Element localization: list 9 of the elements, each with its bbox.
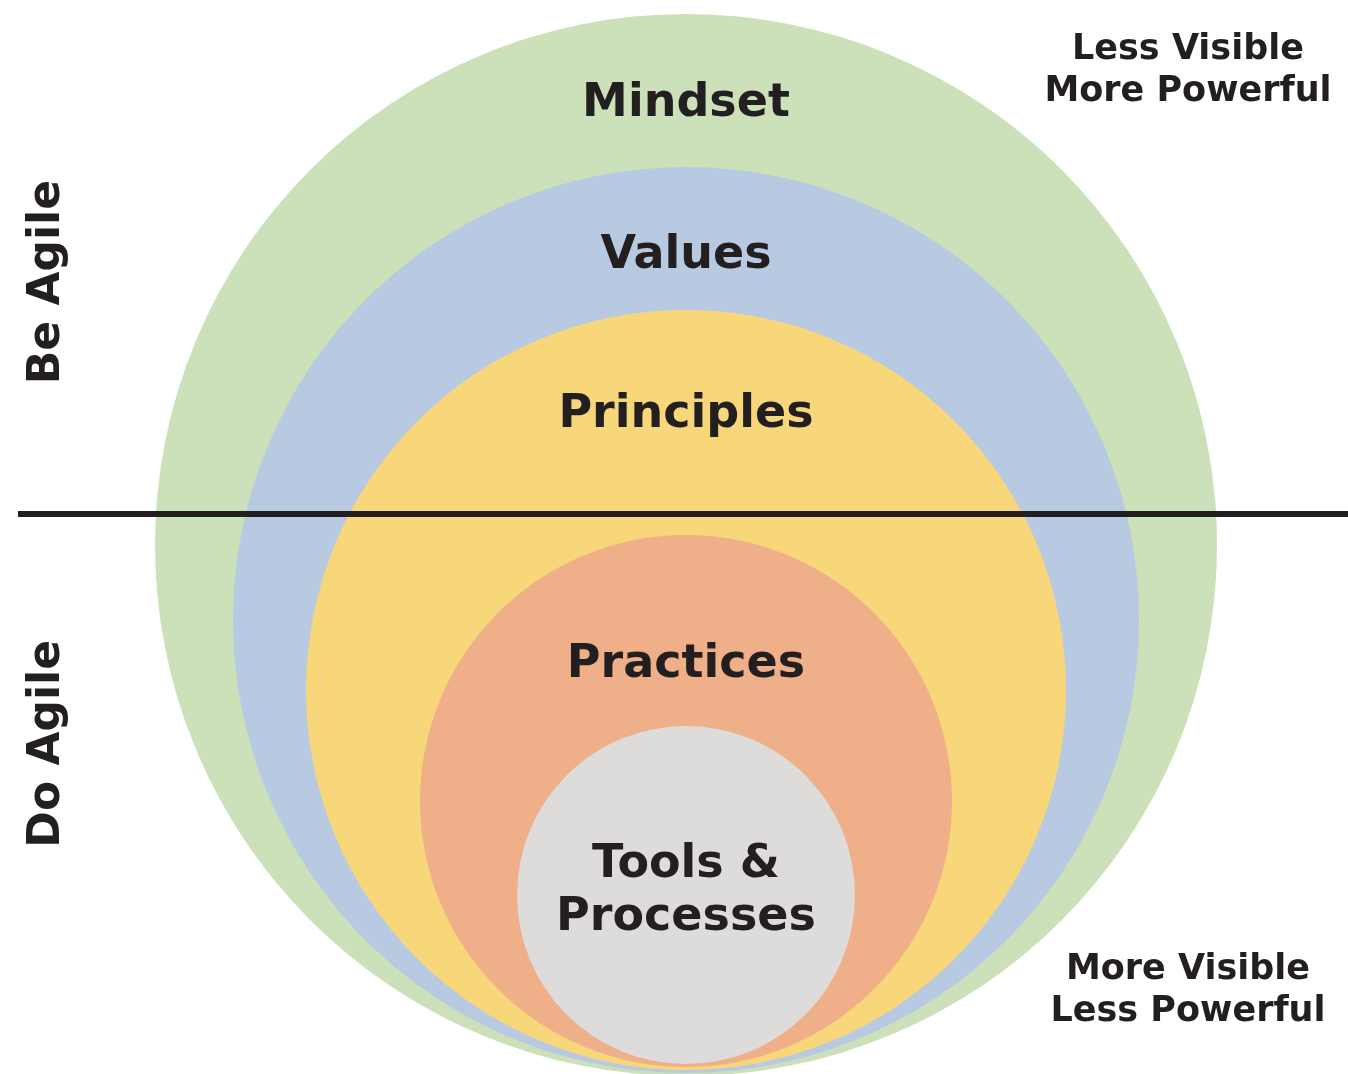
circle-label: Principles: [558, 384, 814, 438]
corner-note: More Visible Less Powerful: [1049, 946, 1327, 1030]
circle-label: Values: [600, 225, 772, 279]
circle-label: Practices: [566, 634, 806, 688]
corner-note: Less Visible More Powerful: [1043, 26, 1333, 110]
side-label: Do Agile: [18, 640, 70, 848]
circle-label: Mindset: [582, 73, 790, 127]
circle-label: Tools & Processes: [555, 835, 817, 941]
side-label: Be Agile: [18, 180, 70, 385]
